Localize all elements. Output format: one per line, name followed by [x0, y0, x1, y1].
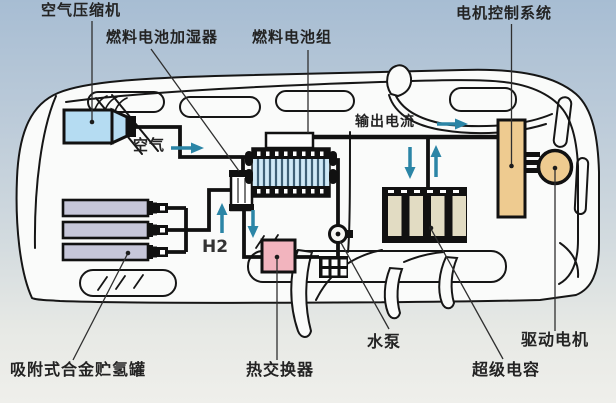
- supercap-cells: [388, 196, 466, 236]
- tank-row: [61, 198, 168, 218]
- leader-water-pump: [339, 240, 390, 330]
- air-compressor: [62, 107, 136, 146]
- sill-hatch-marks: [97, 274, 144, 291]
- side-mirror: [386, 64, 413, 98]
- tank-row: [61, 242, 168, 262]
- stack-terminal-box: [264, 131, 315, 150]
- output-current-arrow: [437, 118, 468, 130]
- rocker-sill-front: [79, 269, 177, 297]
- leader-dots: [89, 119, 558, 260]
- stack-cap-teeth: [257, 151, 324, 194]
- humidifier-cap-top: [229, 170, 254, 177]
- label-supercapacitor: 超级电容: [472, 362, 541, 379]
- door-seam-line: [347, 131, 351, 253]
- stack-cap-top: [252, 148, 330, 159]
- water-pump: [328, 224, 353, 244]
- flow-arrows: [171, 118, 468, 238]
- label-drive-motor: 驱动电机: [521, 332, 590, 349]
- car-window-ticks: [94, 95, 128, 112]
- leader-lines: [72, 21, 558, 361]
- coolant-down-arrow: [247, 210, 259, 238]
- humidifier-cap-bottom: [229, 204, 254, 211]
- tank-row: [61, 220, 168, 240]
- label-output-current: 输出电流: [355, 113, 415, 129]
- supercap-terminals: [388, 190, 459, 193]
- h2-pipe: [186, 188, 232, 232]
- rear-corner-line: [559, 242, 580, 278]
- pump-center: [335, 231, 341, 237]
- fuel-cell-stack: [245, 131, 337, 198]
- floor-detail: [383, 266, 404, 320]
- compressor-body: [62, 108, 114, 145]
- motor-shaft-coupling: [525, 152, 540, 173]
- stack-stripes: [256, 159, 326, 186]
- car-front-pillar: [33, 95, 57, 249]
- label-fuel-cell-stack: 燃料电池组: [252, 29, 333, 46]
- leader-hydrogen-tank: [72, 252, 129, 361]
- supercapacitor: [382, 187, 467, 243]
- hydrogen-tanks: [61, 198, 168, 262]
- label-water-pump: 水泵: [367, 334, 402, 351]
- coolant-reservoir: [319, 256, 348, 278]
- leader-supercapacitor: [430, 228, 504, 360]
- tank-stub: [167, 206, 186, 254]
- air-pipe: [136, 125, 249, 159]
- coolant-pipe-left: [242, 208, 262, 259]
- label-hydrogen-tank: 吸附式合金贮氢罐: [10, 362, 147, 379]
- label-fuel-cell-humidifier: 燃料电池加湿器: [106, 29, 219, 46]
- h2-flow-arrow: [216, 203, 228, 233]
- car-window: [179, 96, 261, 118]
- label-air-flow: 空气: [133, 137, 166, 154]
- car-window: [87, 91, 165, 113]
- label-heat-exchanger: 热交换器: [246, 362, 315, 379]
- label-motor-control-system: 电机控制系统: [456, 5, 553, 22]
- leader-humidifier: [150, 48, 240, 172]
- compressor-cone: [110, 107, 129, 146]
- label-h2: H2: [202, 237, 229, 257]
- floor-detail: [438, 255, 459, 310]
- air-flow-arrow: [171, 142, 204, 154]
- car-window: [449, 87, 517, 112]
- label-air-compressor: 空气压缩机: [41, 2, 122, 19]
- stack-side-lugs: [245, 151, 337, 184]
- compressor-nozzle: [126, 116, 136, 137]
- pump-stub: [346, 230, 353, 238]
- stack-cap-bottom: [252, 186, 330, 197]
- rear-pillar-detail: [573, 157, 590, 215]
- supercap-discharge-arrow: [430, 145, 442, 177]
- rear-pillar-detail: [552, 96, 573, 148]
- supercap-charge-arrow: [404, 147, 416, 179]
- humidifier-fins: [237, 178, 246, 203]
- car-window: [275, 90, 355, 112]
